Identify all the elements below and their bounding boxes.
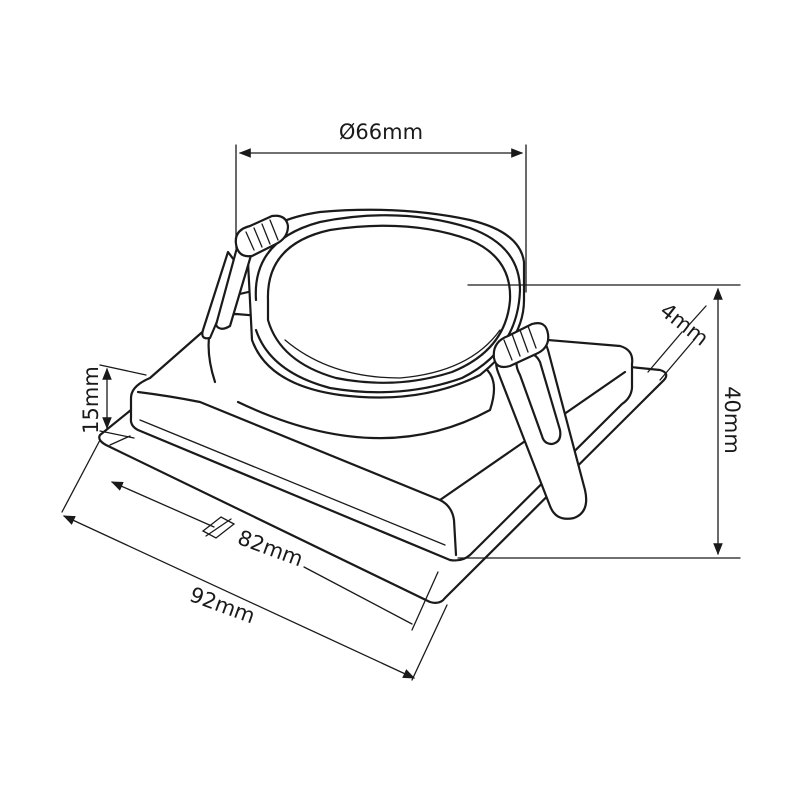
height-label: 40mm [720, 386, 744, 454]
diameter-dimension [235, 144, 527, 293]
right-spring-clip [492, 322, 588, 520]
lamp-cup [207, 208, 526, 440]
diameter-label: Ø66mm [339, 120, 423, 144]
outer-width-dimension [61, 439, 448, 681]
clip-thickness-label: 4mm [656, 298, 714, 350]
left-spring-clip [201, 214, 290, 340]
frame-height-label: 15mm [79, 366, 103, 434]
clip-thickness-dimension [647, 305, 707, 381]
height-dimension [457, 284, 741, 559]
